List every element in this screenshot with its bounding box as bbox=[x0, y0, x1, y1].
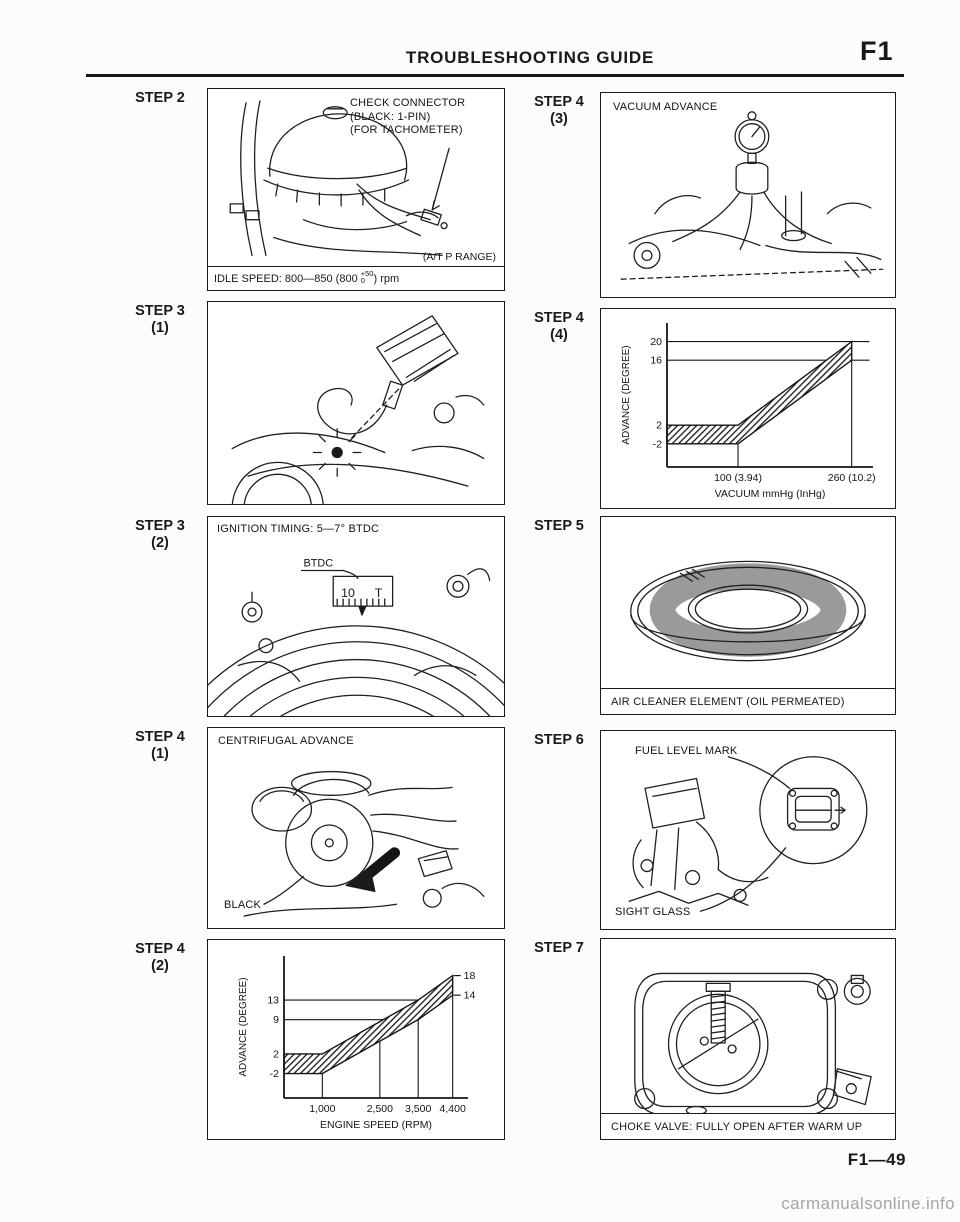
step2-caption: CHECK CONNECTOR (BLACK: 1-PIN) (FOR TACH… bbox=[350, 97, 466, 136]
watermark: carmanualsonline.info bbox=[781, 1194, 955, 1213]
step6-panel: FUEL LEVEL MARK SIGHT GLASS bbox=[600, 730, 896, 930]
step3-2-illustration timing-scale-illustration: 10 T BTDC bbox=[208, 558, 504, 716]
step3-2-label: STEP 3 (2) bbox=[135, 518, 185, 551]
step4-3-label: STEP 4 (3) bbox=[534, 94, 584, 127]
svg-text:ENGINE SPEED (RPM): ENGINE SPEED (RPM) bbox=[320, 1119, 432, 1131]
svg-text:100 (3.94): 100 (3.94) bbox=[714, 472, 762, 484]
svg-text:260 (10.2): 260 (10.2) bbox=[828, 472, 876, 484]
svg-text:20: 20 bbox=[650, 336, 662, 348]
section-code: F1 bbox=[860, 36, 894, 66]
page-number: F1—49 bbox=[847, 1150, 906, 1169]
step3-2-panel: 10 T BTDC IGNITION TIMING: 5—7° BTDC bbox=[207, 516, 505, 717]
step4-4-label: STEP 4 (4) bbox=[534, 310, 584, 343]
step7-illustration choke-valve-illustration bbox=[634, 972, 872, 1126]
step2-panel: CHECK CONNECTOR (BLACK: 1-PIN) (FOR TACH… bbox=[207, 88, 505, 291]
black-wire-label: BLACK bbox=[224, 898, 262, 911]
header-rule bbox=[86, 74, 904, 77]
svg-text:ADVANCE (DEGREE): ADVANCE (DEGREE) bbox=[621, 345, 632, 444]
step7-label: STEP 7 bbox=[534, 940, 584, 956]
step3-1-illustration timing-light-illustration bbox=[231, 315, 485, 504]
centrifugal-advance-title: CENTRIFUGAL ADVANCE bbox=[218, 735, 354, 747]
svg-text:BTDC: BTDC bbox=[304, 558, 334, 570]
step4-4-panel: 20 16 2 -2 100 (3.94) 260 (10.2)VACUUM mmHg (… bbox=[600, 308, 896, 509]
step4-1-label: STEP 4 (1) bbox=[135, 729, 185, 762]
step5-label: STEP 5 bbox=[534, 518, 584, 534]
svg-text:3,500: 3,500 bbox=[405, 1103, 431, 1115]
step4-3-panel: VACUUM ADVANCE bbox=[600, 92, 896, 298]
step5-panel: AIR CLEANER ELEMENT (OIL PERMEATED) bbox=[600, 516, 896, 715]
step6-label: STEP 6 bbox=[534, 732, 584, 748]
step7-panel: CHOKE VALVE: FULLY OPEN AFTER WARM UP bbox=[600, 938, 896, 1140]
fuel-level-mark-label: FUEL LEVEL MARK bbox=[635, 745, 738, 757]
step4-1-panel: CENTRIFUGAL ADVANCE BLACK bbox=[207, 727, 505, 929]
step2-illustration bbox=[229, 100, 450, 256]
svg-text:10: 10 bbox=[341, 586, 355, 600]
svg-text:2: 2 bbox=[656, 420, 662, 432]
svg-text:-2: -2 bbox=[270, 1068, 279, 1080]
vacuum-advance-title: VACUUM ADVANCE bbox=[613, 101, 718, 113]
svg-text:9: 9 bbox=[273, 1014, 279, 1026]
step2-label: STEP 2 bbox=[135, 90, 185, 106]
svg-text:-2: -2 bbox=[653, 438, 662, 450]
svg-text:16: 16 bbox=[650, 355, 662, 367]
svg-text:2: 2 bbox=[273, 1048, 279, 1060]
step6-illustration sight-glass-illustration bbox=[628, 756, 868, 912]
svg-text:14: 14 bbox=[464, 990, 476, 1002]
choke-valve-caption: CHOKE VALVE: FULLY OPEN AFTER WARM UP bbox=[601, 1113, 895, 1139]
air-cleaner-caption: AIR CLEANER ELEMENT (OIL PERMEATED) bbox=[601, 688, 895, 714]
at-p-range-note: (A/T P RANGE) bbox=[422, 251, 496, 263]
vacuum-advance-chart: 20 16 2 -2 100 (3.94) 260 (10.2)VACUUM mmHg (… bbox=[621, 323, 876, 500]
page-title: TROUBLESHOOTING GUIDE bbox=[405, 48, 655, 67]
svg-text:13: 13 bbox=[267, 995, 279, 1007]
step4-1-illustration distributor-illustration bbox=[243, 770, 485, 917]
step5-illustration air-cleaner-illustration bbox=[630, 560, 866, 662]
step3-1-panel bbox=[207, 301, 505, 505]
svg-text:ADVANCE (DEGREE): ADVANCE (DEGREE) bbox=[238, 977, 249, 1076]
svg-text:4,400: 4,400 bbox=[440, 1103, 466, 1115]
svg-text:T: T bbox=[375, 586, 383, 600]
step4-3-illustration vacuum-tester-illustration bbox=[620, 111, 884, 280]
svg-text:2,500: 2,500 bbox=[367, 1103, 393, 1115]
ignition-timing-title: IGNITION TIMING: 5—7° BTDC bbox=[217, 523, 380, 535]
step3-1-label: STEP 3 (1) bbox=[135, 303, 185, 336]
svg-text:VACUUM mmHg (InHg): VACUUM mmHg (InHg) bbox=[715, 488, 826, 500]
svg-text:18: 18 bbox=[464, 970, 476, 982]
svg-text:1,000: 1,000 bbox=[309, 1103, 335, 1115]
step4-2-label: STEP 4 (2) bbox=[135, 941, 185, 974]
sight-glass-label: SIGHT GLASS bbox=[615, 905, 691, 918]
